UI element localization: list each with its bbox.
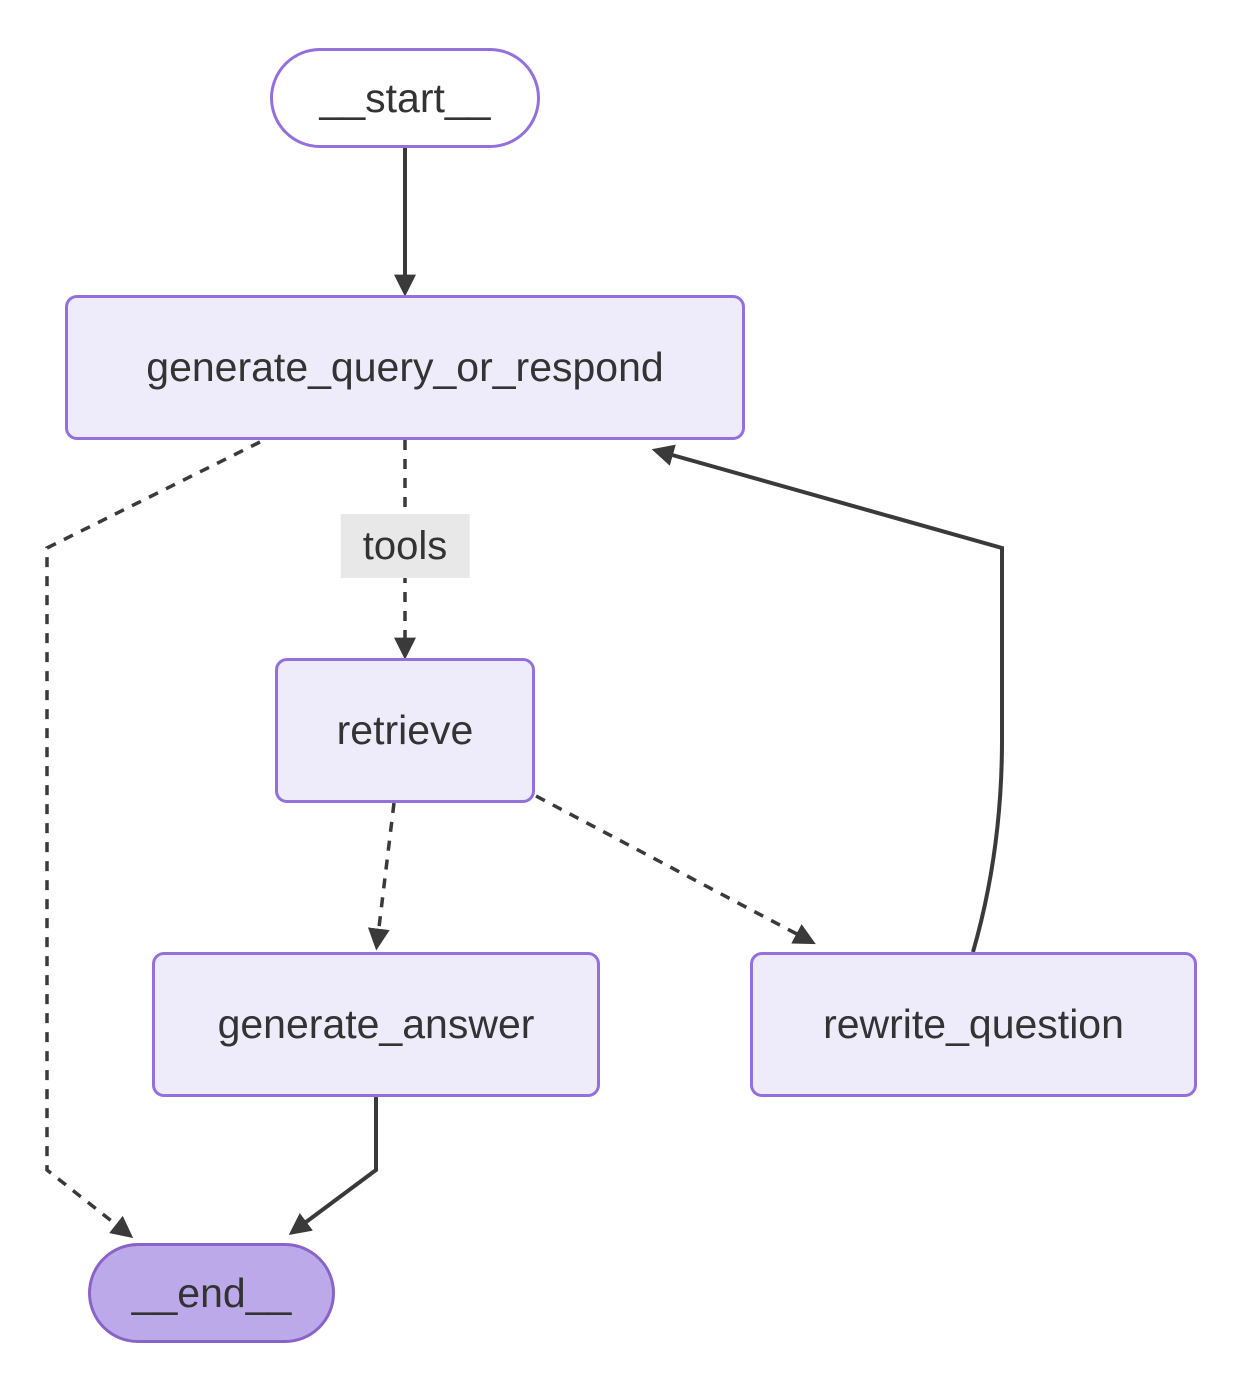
edge-retrieve-to-rewrite-question [535,794,816,945]
node-generate-answer: generate_answer [152,952,600,1097]
node-label: __end__ [131,1269,292,1316]
node-label: __start__ [319,74,491,121]
node-label: retrieve [336,707,474,753]
node-end: __end__ [88,1243,335,1343]
node-rewrite-question: rewrite_question [750,952,1197,1097]
node-label: rewrite_question [823,1001,1124,1047]
node-label: generate_query_or_respond [146,344,664,390]
node-label: generate_answer [217,1001,535,1047]
edge-label-tools: tools [340,514,470,578]
edge-generate-answer-to-end [288,1097,378,1235]
node-start: __start__ [270,48,540,148]
node-retrieve: retrieve [275,658,535,803]
edge-generate-query-or-respond-to-end [45,440,261,1239]
node-generate-query-or-respond: generate_query_or_respond [65,295,745,440]
edge-rewrite-question-to-generate-query-or-respond [651,444,1004,953]
edge-retrieve-to-generate-answer [367,802,396,951]
